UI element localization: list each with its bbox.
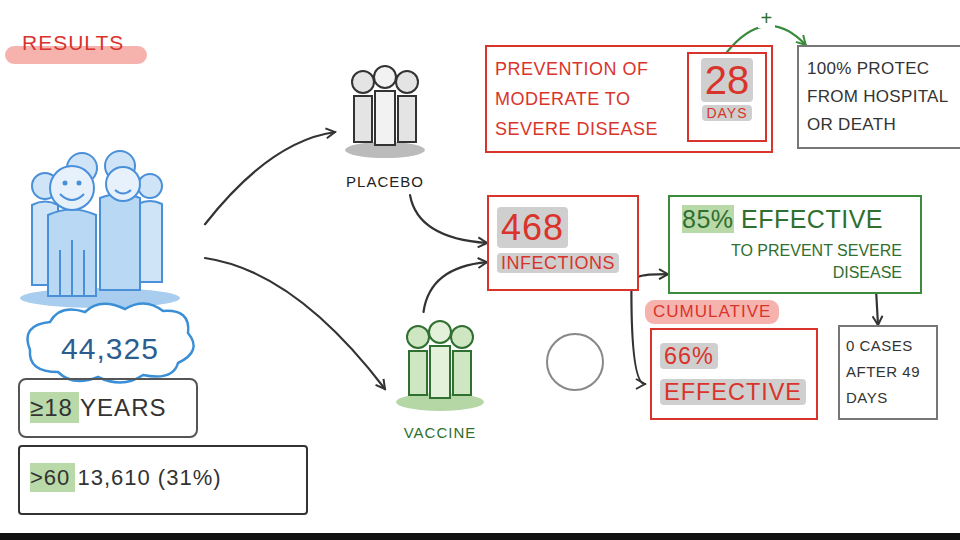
connector-arrow: [727, 26, 806, 52]
title: RESULTS: [22, 31, 124, 55]
node-text: >60 13,610 (31%): [30, 463, 222, 492]
node-text: TO PREVENT SEVERE DISEASE: [682, 240, 908, 284]
node-text: DAYS: [702, 105, 751, 121]
node-text: 85% EFFECTIVE: [682, 205, 908, 234]
population-cloud: 44,325: [15, 115, 205, 375]
node-text: CUMULATIVE: [645, 300, 779, 324]
connector-arrow: [410, 195, 487, 243]
node-text: 66% EFFECTIVE: [660, 343, 806, 405]
crowd-figure: [20, 151, 180, 308]
protection-box: 100% PROTEC FROM HOSPITAL OR DEATH: [797, 45, 960, 149]
node-text: INFECTIONS: [497, 253, 629, 274]
connector-arrow: [876, 294, 878, 325]
node-text: 468: [497, 207, 629, 249]
node-text: 0 CASES AFTER 49 DAYS: [846, 333, 930, 411]
days-box: 28DAYS: [687, 52, 767, 142]
node-text: 85% EFFECTIVE: [682, 205, 883, 233]
efficacy-box: 85% EFFECTIVE TO PREVENT SEVERE DISEASE: [668, 195, 922, 294]
node-text: ≥18 YEARS: [30, 394, 186, 422]
age-box: ≥18 YEARS: [18, 378, 198, 438]
edge-label: +: [758, 8, 776, 28]
value-frame: 66% EFFECTIVE: [650, 328, 818, 420]
bottom-bar: [0, 533, 960, 540]
node-text: PLACEBO: [335, 173, 435, 190]
cumulative-box: CUMULATIVE 66% EFFECTIVE: [645, 300, 825, 420]
older-group-box: >60 13,610 (31%): [18, 445, 308, 515]
node-text: 468: [497, 207, 568, 248]
node-text: 66% EFFECTIVE: [660, 338, 808, 410]
node-text: 100% PROTEC FROM HOSPITAL OR DEATH: [807, 55, 959, 139]
empty-circle: [547, 334, 603, 390]
infections-box: 468INFECTIONS: [487, 195, 639, 291]
node-text: VACCINE: [385, 424, 495, 441]
node-text: >60 13,610 (31%): [30, 465, 296, 491]
placebo-group: PLACEBO: [335, 55, 435, 195]
placebo-figure: [345, 66, 425, 158]
node-text: 44,325: [15, 332, 205, 366]
node-text: DAYS: [691, 105, 763, 121]
cases-box: 0 CASES AFTER 49 DAYS: [838, 325, 938, 420]
prevention-box: PREVENTION OF MODERATE TO SEVERE DISEASE…: [485, 45, 773, 153]
connector-arrow: [205, 132, 335, 224]
vaccine-figure: [396, 321, 484, 411]
connector-arrow: [639, 274, 668, 276]
node-text: INFECTIONS: [497, 253, 619, 273]
connector-arrow: [631, 291, 645, 384]
node-text: 28: [691, 58, 763, 103]
node-text: 28: [701, 58, 754, 102]
connector-arrow: [424, 262, 488, 312]
node-text: PREVENTION OF MODERATE TO SEVERE DISEASE: [495, 54, 685, 144]
vaccine-group: VACCINE: [385, 312, 495, 452]
connector-arrow: [205, 258, 385, 389]
node-text: ≥18 YEARS: [30, 392, 166, 423]
